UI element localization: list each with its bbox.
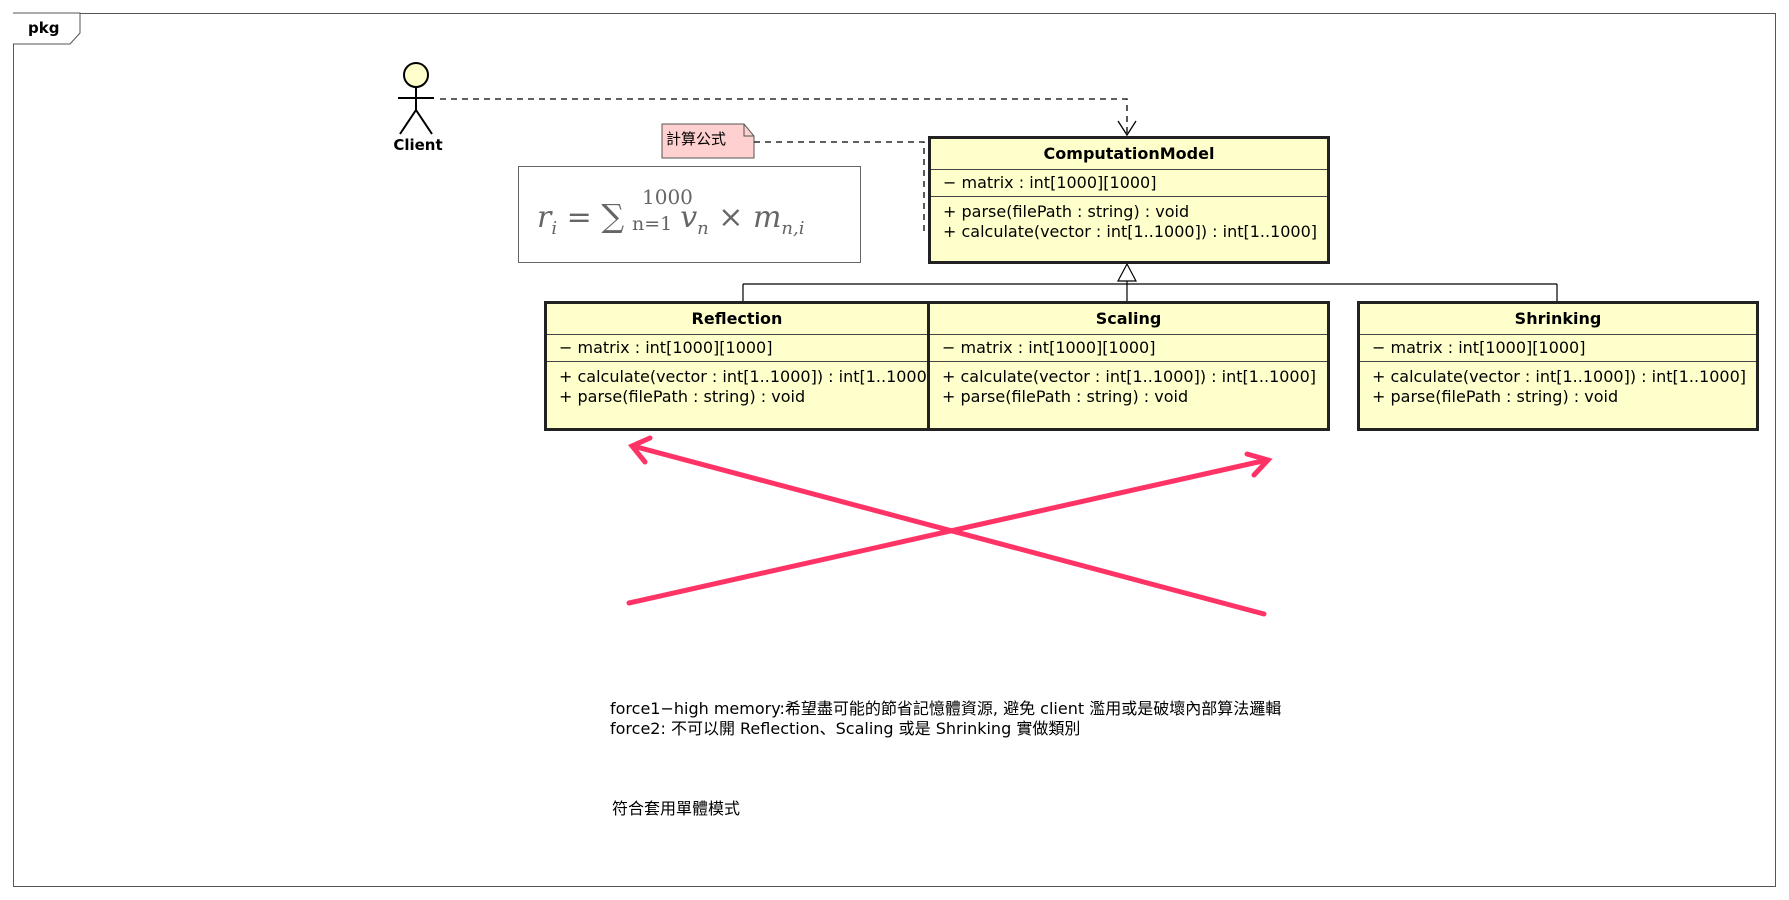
class-operations: + calculate(vector : int[1..1000]) : int… [930, 362, 1327, 407]
note-text: 計算公式 [666, 130, 727, 148]
cross-arrow-right [626, 457, 1270, 606]
attribute-row: − matrix : int[1000][1000] [943, 173, 1157, 192]
operation-row: + parse(filePath : string) : void [942, 387, 1189, 406]
attribute-row: − matrix : int[1000][1000] [942, 338, 1156, 357]
class-operations: + calculate(vector : int[1..1000]) : int… [547, 362, 934, 407]
operation-row: + parse(filePath : string) : void [1372, 387, 1619, 406]
force1-text: force1−high memory:希望盡可能的節省記憶體資源, 避免 cli… [610, 699, 1282, 718]
operation-row: + parse(filePath : string) : void [559, 387, 806, 406]
client-actor-label: Client [393, 136, 443, 154]
class-operations: + parse(filePath : string) : void + calc… [931, 197, 1327, 242]
conclusion-text: 符合套用單體模式 [612, 799, 741, 818]
client-dependency-arrow [440, 98, 1137, 137]
operation-row: + calculate(vector : int[1..1000]) : int… [943, 222, 1318, 241]
generalization-triangle [1117, 262, 1137, 282]
operation-row: + calculate(vector : int[1..1000]) : int… [942, 367, 1317, 386]
class-name: Reflection [547, 304, 927, 335]
operation-row: + parse(filePath : string) : void [943, 202, 1190, 221]
attribute-row: − matrix : int[1000][1000] [1372, 338, 1586, 357]
generalization-lines [742, 281, 1558, 302]
cross-arrows [626, 435, 1273, 617]
class-attributes: − matrix : int[1000][1000] [1360, 335, 1756, 362]
class-scaling[interactable]: Scaling − matrix : int[1000][1000] + cal… [927, 301, 1330, 431]
package-label: pkg [28, 19, 60, 37]
attribute-row: − matrix : int[1000][1000] [559, 338, 773, 357]
formula-upper-limit: 1000 [642, 185, 693, 209]
formula-expression: ri = ∑vn × mn,i [537, 197, 805, 239]
package-tab [13, 12, 81, 45]
formula-lower-limit: n=1 [632, 213, 673, 235]
class-attributes: − matrix : int[1000][1000] [547, 335, 927, 362]
class-computation-model[interactable]: ComputationModel − matrix : int[1000][10… [928, 136, 1330, 264]
force2-text: force2: 不可以開 Reflection、Scaling 或是 Shrin… [610, 719, 1081, 738]
client-actor-figure[interactable] [398, 62, 434, 135]
operation-row: + calculate(vector : int[1..1000]) : int… [1372, 367, 1747, 386]
class-shrinking[interactable]: Shrinking − matrix : int[1000][1000] + c… [1357, 301, 1759, 431]
package-frame [13, 13, 1776, 887]
class-attributes: − matrix : int[1000][1000] [931, 170, 1327, 197]
operation-row: + calculate(vector : int[1..1000]) : int… [559, 367, 934, 386]
note-shape [661, 123, 755, 159]
formula-box: ri = ∑vn × mn,i 1000 n=1 [518, 166, 861, 263]
class-name: Shrinking [1360, 304, 1756, 335]
class-name: ComputationModel [931, 139, 1327, 170]
class-reflection[interactable]: Reflection − matrix : int[1000][1000] + … [544, 301, 934, 431]
class-operations: + calculate(vector : int[1..1000]) : int… [1360, 362, 1756, 407]
class-name: Scaling [930, 304, 1327, 335]
class-attributes: − matrix : int[1000][1000] [930, 335, 1327, 362]
